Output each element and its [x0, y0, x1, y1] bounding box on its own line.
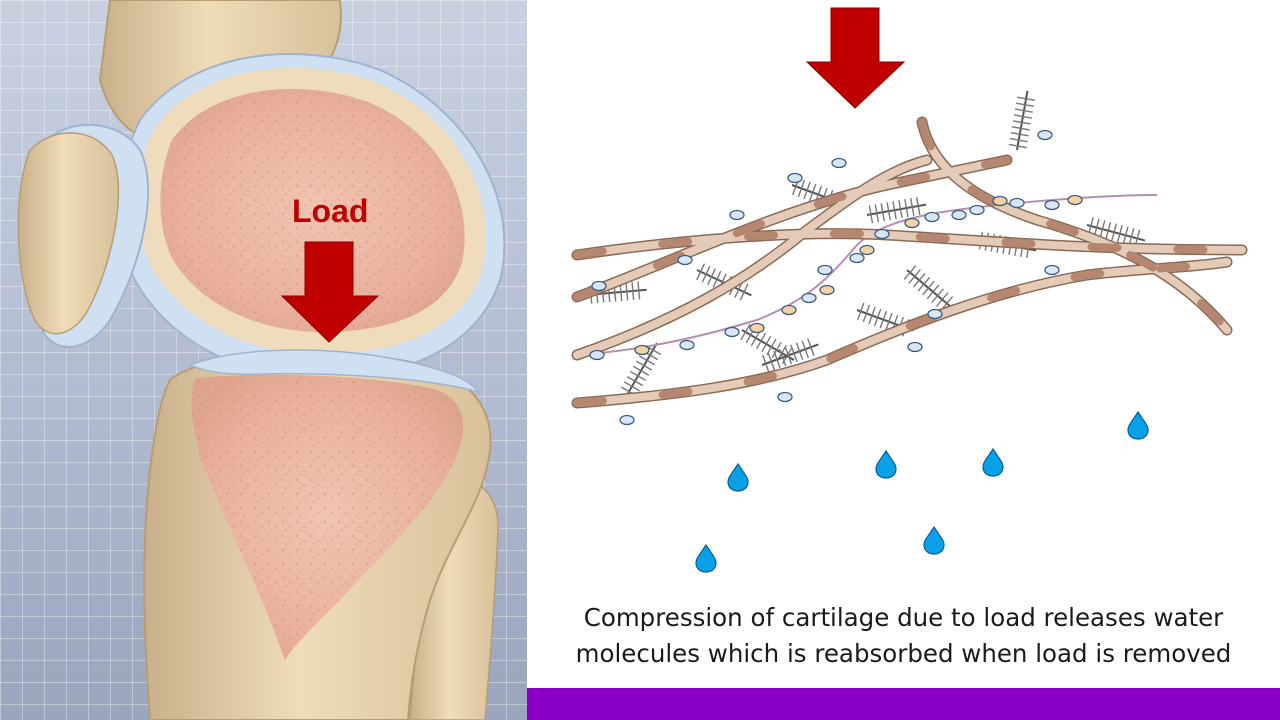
load-arrow-top — [805, 7, 906, 109]
caption-line-2: molecules which is reabsorbed when load … — [575, 639, 1232, 668]
load-label: Load — [292, 193, 369, 229]
load-arrow-left — [280, 241, 380, 343]
caption: Compression of cartilage due to load rel… — [527, 600, 1280, 672]
knee-illustration-panel: Load — [0, 0, 527, 720]
water-drop — [727, 463, 749, 492]
caption-line-1: Compression of cartilage due to load rel… — [583, 603, 1224, 632]
tibia-cartilage — [188, 349, 480, 394]
water-drop — [982, 448, 1004, 477]
water-drop — [875, 450, 897, 479]
water-drop — [1127, 411, 1149, 440]
patella — [17, 132, 120, 335]
cartilage-matrix-panel: Compression of cartilage due to load rel… — [527, 0, 1280, 720]
hyaluronan-backbone — [576, 194, 1158, 356]
link-protein-nodes — [589, 129, 1083, 426]
water-drop — [923, 526, 945, 555]
footer-bar — [527, 688, 1280, 720]
water-droplets — [695, 411, 1149, 573]
water-drop — [695, 544, 717, 573]
cartilage-matrix-diagram — [571, 7, 1248, 573]
knee-joint-illustration — [17, 0, 506, 720]
collagen-fibers — [571, 116, 1248, 409]
